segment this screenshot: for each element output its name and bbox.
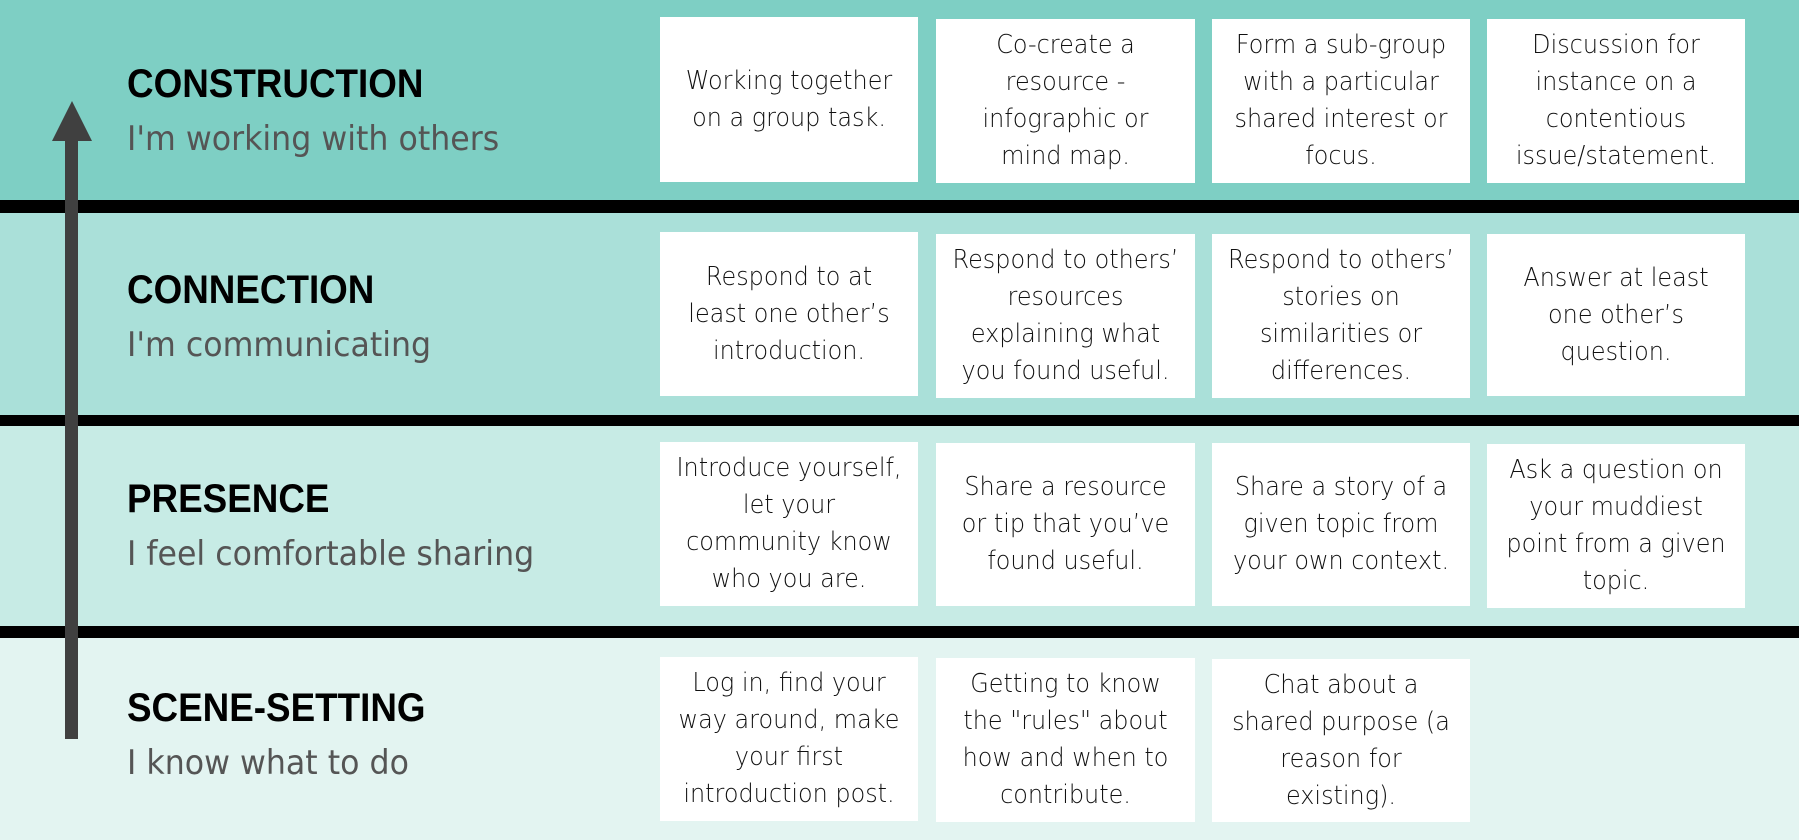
level-title: CONSTRUCTION — [127, 62, 424, 106]
level-title: SCENE-SETTING — [127, 686, 426, 730]
activity-card: Log in, find your way around, make your … — [660, 657, 918, 821]
activity-card: Discussion for instance on a contentious… — [1487, 19, 1745, 183]
level-subtitle: I'm working with others — [127, 119, 500, 159]
level-title: CONNECTION — [127, 268, 375, 312]
card-text: Form a sub-group with a particular share… — [1234, 30, 1448, 171]
card-text: Answer at least one other’s question. — [1523, 262, 1709, 367]
activity-card: Respond to at least one other’s introduc… — [660, 232, 918, 396]
divider — [0, 626, 1799, 638]
divider — [0, 200, 1799, 213]
activity-card: Respond to others’ resources explaining … — [936, 234, 1195, 398]
activity-card: Share a story of a given topic from your… — [1212, 443, 1470, 606]
divider — [0, 415, 1799, 426]
card-text: Chat about a shared purpose (a reason fo… — [1232, 669, 1450, 811]
activity-card: Co-create a resource - infographic or mi… — [936, 19, 1195, 183]
card-text: Co-create a resource - infographic or mi… — [982, 30, 1149, 171]
card-text: Getting to know the "rules" about how an… — [962, 669, 1169, 810]
card-text: Working together on a group task. — [685, 65, 893, 133]
card-text: Respond to others’ stories on similariti… — [1228, 245, 1454, 386]
level-subtitle: I know what to do — [127, 743, 409, 783]
level-subtitle: I feel comfortable sharing — [127, 534, 535, 574]
level-label-connection: CONNECTION I'm communicating — [127, 270, 454, 362]
level-label-presence: PRESENCE I feel comfortable sharing — [127, 479, 565, 571]
progress-arrow-shaft — [65, 138, 78, 739]
card-text: Share a resource or tip that you’ve foun… — [961, 472, 1170, 576]
level-label-scene-setting: SCENE-SETTING I know what to do — [127, 688, 451, 780]
arrow-up-icon — [52, 101, 92, 141]
activity-card: Respond to others’ stories on similariti… — [1212, 234, 1470, 398]
level-title: PRESENCE — [127, 477, 330, 521]
level-label-construction: CONSTRUCTION I'm working with others — [127, 64, 527, 156]
card-text: Respond to at least one other’s introduc… — [688, 261, 890, 366]
card-text: Discussion for instance on a contentious… — [1515, 30, 1717, 171]
activity-card: Form a sub-group with a particular share… — [1212, 19, 1470, 183]
card-text: Introduce yourself, let your community k… — [676, 453, 902, 594]
activity-card: Getting to know the "rules" about how an… — [936, 658, 1195, 822]
activity-card: Ask a question on your muddiest point fr… — [1487, 444, 1745, 608]
card-text: Share a story of a given topic from your… — [1232, 472, 1450, 576]
activity-card: Answer at least one other’s question. — [1487, 234, 1745, 396]
activity-card: Share a resource or tip that you’ve foun… — [936, 443, 1195, 606]
activity-card: Introduce yourself, let your community k… — [660, 442, 918, 606]
card-text: Respond to others’ resources explaining … — [952, 245, 1179, 386]
activity-card: Working together on a group task. — [660, 17, 918, 182]
card-text: Ask a question on your muddiest point fr… — [1506, 455, 1726, 596]
level-subtitle: I'm communicating — [127, 325, 432, 365]
activity-card: Chat about a shared purpose (a reason fo… — [1212, 659, 1470, 822]
card-text: Log in, find your way around, make your … — [678, 668, 900, 809]
